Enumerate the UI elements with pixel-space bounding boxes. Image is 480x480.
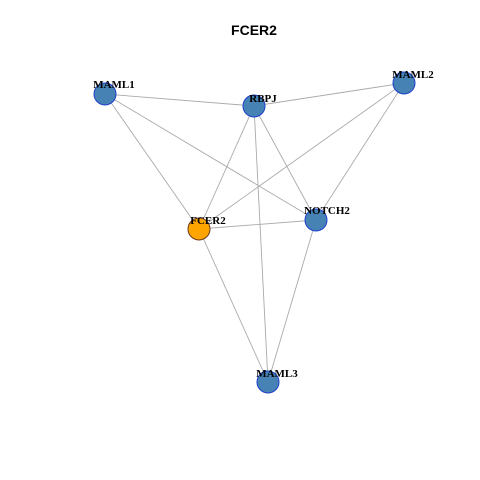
edge-maml1-rbpj xyxy=(104,93,255,107)
edge-maml1-fcer2 xyxy=(104,93,200,230)
node-label-rbpj: RBPJ xyxy=(249,93,277,105)
edge-maml1-notch2 xyxy=(104,93,317,221)
node-label-maml1: MAML1 xyxy=(93,79,135,91)
node-label-notch2: NOTCH2 xyxy=(304,205,350,217)
node-maml1[interactable] xyxy=(93,82,117,106)
edge-rbpj-fcer2 xyxy=(198,105,255,230)
node-label-maml2: MAML2 xyxy=(392,69,434,81)
node-maml3[interactable] xyxy=(256,370,280,394)
node-notch2[interactable] xyxy=(304,208,328,232)
node-rbpj[interactable] xyxy=(242,94,266,118)
nodes-layer xyxy=(93,71,416,394)
node-label-fcer2: FCER2 xyxy=(190,215,226,227)
edge-maml2-notch2 xyxy=(315,82,405,221)
edge-rbpj-notch2 xyxy=(253,105,317,221)
edge-rbpj-maml2 xyxy=(253,82,405,107)
node-fcer2[interactable] xyxy=(187,217,211,241)
edge-rbpj-maml3 xyxy=(253,105,269,383)
edge-maml2-fcer2 xyxy=(198,82,405,230)
edge-notch2-maml3 xyxy=(267,219,317,383)
edge-fcer2-notch2 xyxy=(198,219,317,230)
node-maml2[interactable] xyxy=(392,71,416,95)
edge-fcer2-maml3 xyxy=(198,228,269,383)
node-label-maml3: MAML3 xyxy=(256,368,298,380)
edges-layer xyxy=(104,82,405,383)
graph-title: FCER2 xyxy=(231,22,277,38)
